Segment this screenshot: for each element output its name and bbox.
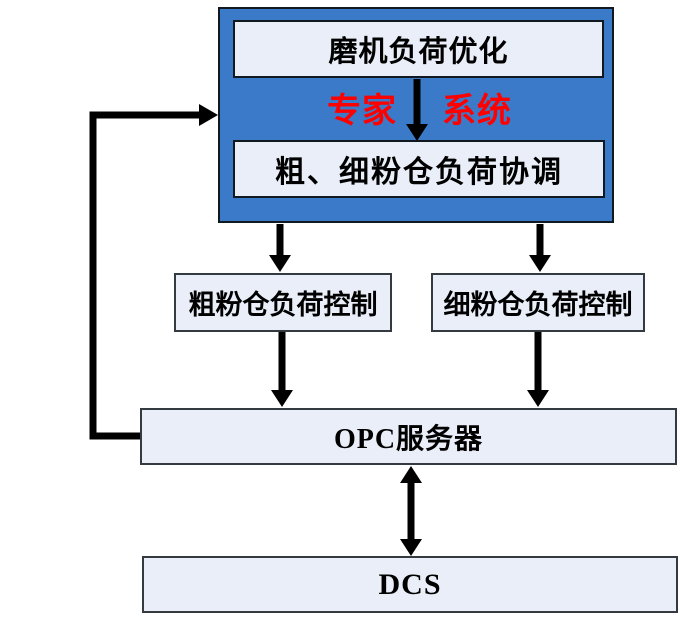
- arrow-opc-dcs-bidirectional-icon: [400, 466, 422, 556]
- feedback-loop-arrow-icon: [89, 104, 218, 440]
- opc-server-box: OPC服务器: [140, 408, 677, 465]
- arrow-expert-to-fine-icon: [529, 224, 551, 272]
- dcs-label: DCS: [378, 567, 442, 601]
- expert-label: 专家: [327, 93, 397, 130]
- arrow-expert-to-coarse-icon: [269, 224, 291, 272]
- arrow-coarse-to-opc-icon: [271, 332, 293, 407]
- opc-server-label: OPC服务器: [333, 423, 484, 455]
- system-label: 系统: [442, 93, 512, 130]
- coarse-bin-load-control-box: 粗粉仓负荷控制: [174, 273, 392, 332]
- coarse-bin-load-control-label: 粗粉仓负荷控制: [188, 290, 378, 320]
- mill-load-optimization-box: 磨机负荷优化: [233, 20, 604, 78]
- bin-load-coordination-box: 粗、细粉仓负荷协调: [233, 140, 605, 198]
- arrow-fine-to-opc-icon: [527, 332, 549, 407]
- mill-load-optimization-label: 磨机负荷优化: [328, 36, 509, 68]
- fine-bin-load-control-box: 细粉仓负荷控制: [431, 273, 645, 332]
- fine-bin-load-control-label: 细粉仓负荷控制: [443, 290, 633, 320]
- bin-load-coordination-label: 粗、细粉仓负荷协调: [275, 156, 563, 189]
- dcs-box: DCS: [142, 556, 678, 613]
